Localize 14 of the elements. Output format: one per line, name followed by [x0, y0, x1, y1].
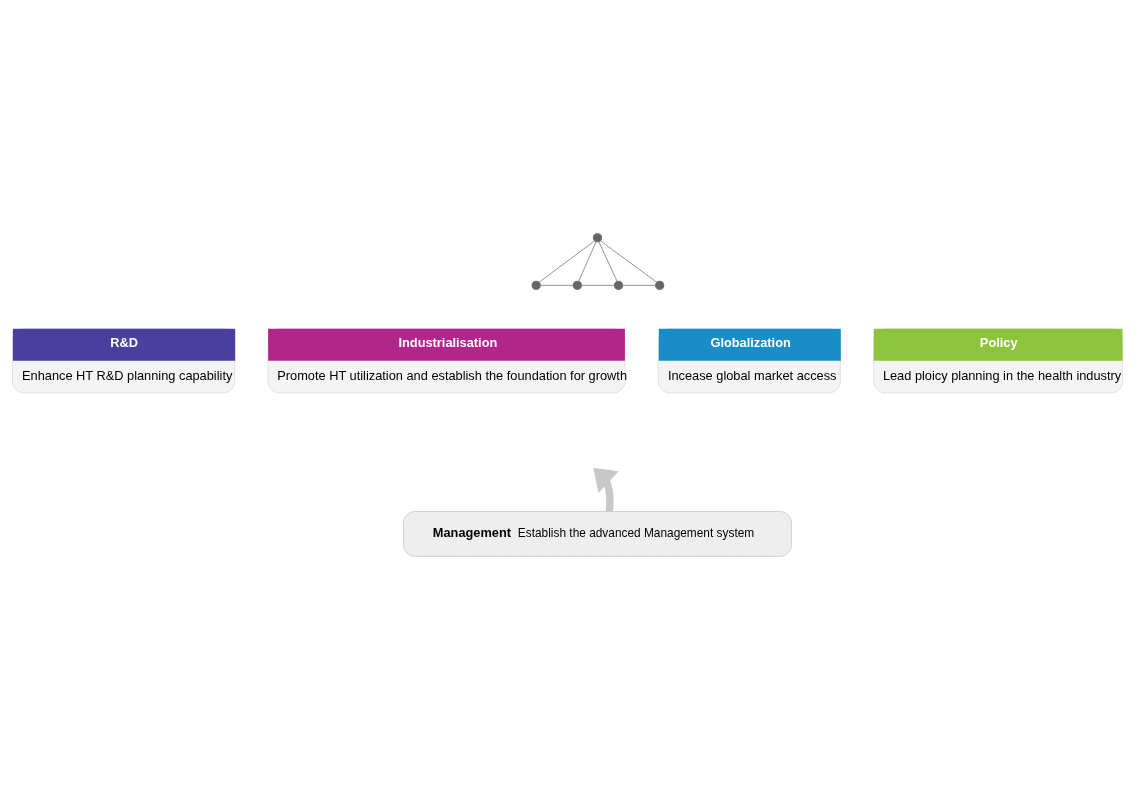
- connector: [598, 240, 618, 282]
- connector: [539, 284, 574, 286]
- connector: [581, 284, 615, 286]
- arrow: [593, 467, 619, 512]
- connector: [600, 239, 658, 283]
- connector: [538, 239, 595, 283]
- node-circle: [613, 280, 624, 290]
- connector: [622, 284, 656, 286]
- connector: [578, 240, 597, 282]
- node-circle: [572, 280, 582, 290]
- node-circle: [592, 232, 603, 242]
- node-box: Management Establish the advanced Management system: [403, 510, 792, 557]
- node-circle: [531, 280, 541, 290]
- node-circle: [655, 280, 665, 290]
